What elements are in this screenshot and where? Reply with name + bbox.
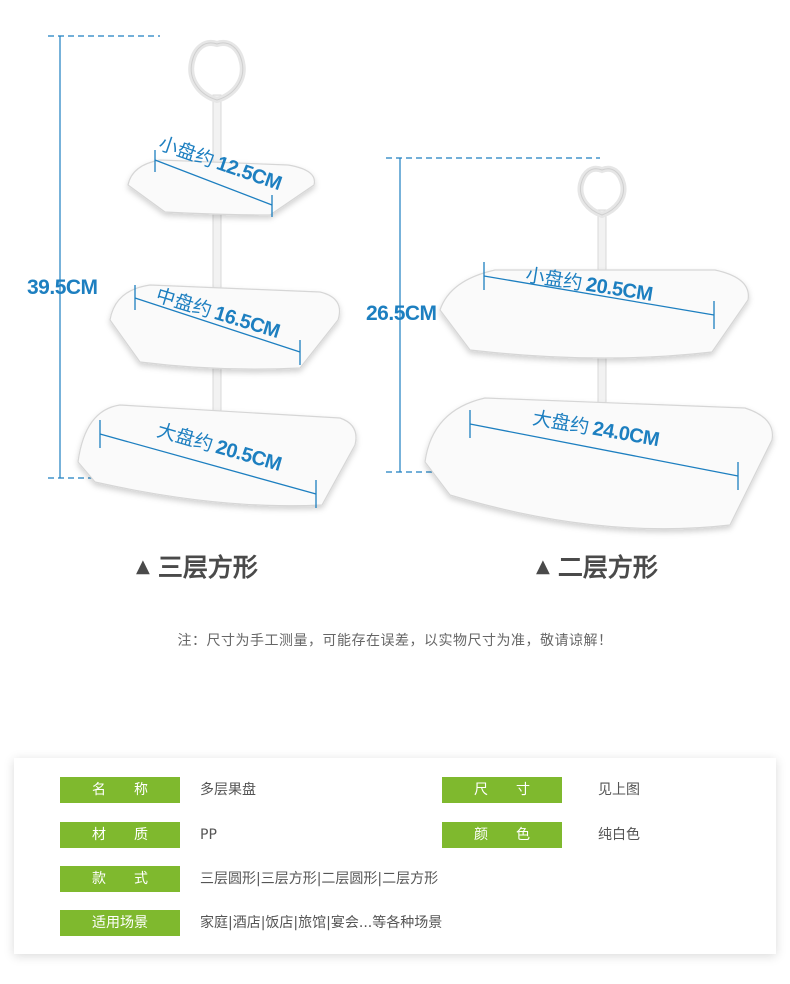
name-tag: 名 称	[60, 777, 180, 803]
three-tier-height-label: 39.5CM	[27, 276, 98, 299]
measurement-note: 注：尺寸为手工测量，可能存在误差，以实物尺寸为准，敬请谅解！	[177, 633, 613, 649]
triangle-icon: ▲	[136, 555, 150, 577]
usage-value: 家庭|酒店|饭店|旅馆|宴会...等各种场景	[200, 915, 443, 931]
material-value: PP	[200, 827, 217, 843]
name-value: 多层果盘	[200, 782, 256, 798]
two-tier-stand	[386, 157, 774, 530]
caption-text: 三层方形	[157, 553, 258, 582]
product-illustration	[48, 35, 774, 530]
two-tier-height-label: 26.5CM	[366, 302, 437, 325]
spec-table: 名 称 多层果盘 尺 寸 见上图 材 质 PP 颜 色 纯白色 款 式 三层圆形…	[14, 758, 776, 954]
color-value: 纯白色	[598, 827, 640, 843]
caption-text: 二层方形	[557, 553, 658, 582]
three-tier-stand	[48, 35, 357, 508]
triangle-icon: ▲	[536, 555, 550, 577]
style-value: 三层圆形|三层方形|二层圆形|二层方形	[200, 871, 439, 887]
two-tier-caption: ▲ 二层方形	[536, 548, 658, 584]
color-tag: 颜 色	[442, 822, 562, 848]
size-tag: 尺 寸	[442, 777, 562, 803]
three-tier-caption: ▲ 三层方形	[136, 548, 258, 584]
material-tag: 材 质	[60, 822, 180, 848]
size-value: 见上图	[598, 782, 640, 798]
style-tag: 款 式	[60, 866, 180, 892]
usage-tag: 适用场景	[60, 910, 180, 936]
